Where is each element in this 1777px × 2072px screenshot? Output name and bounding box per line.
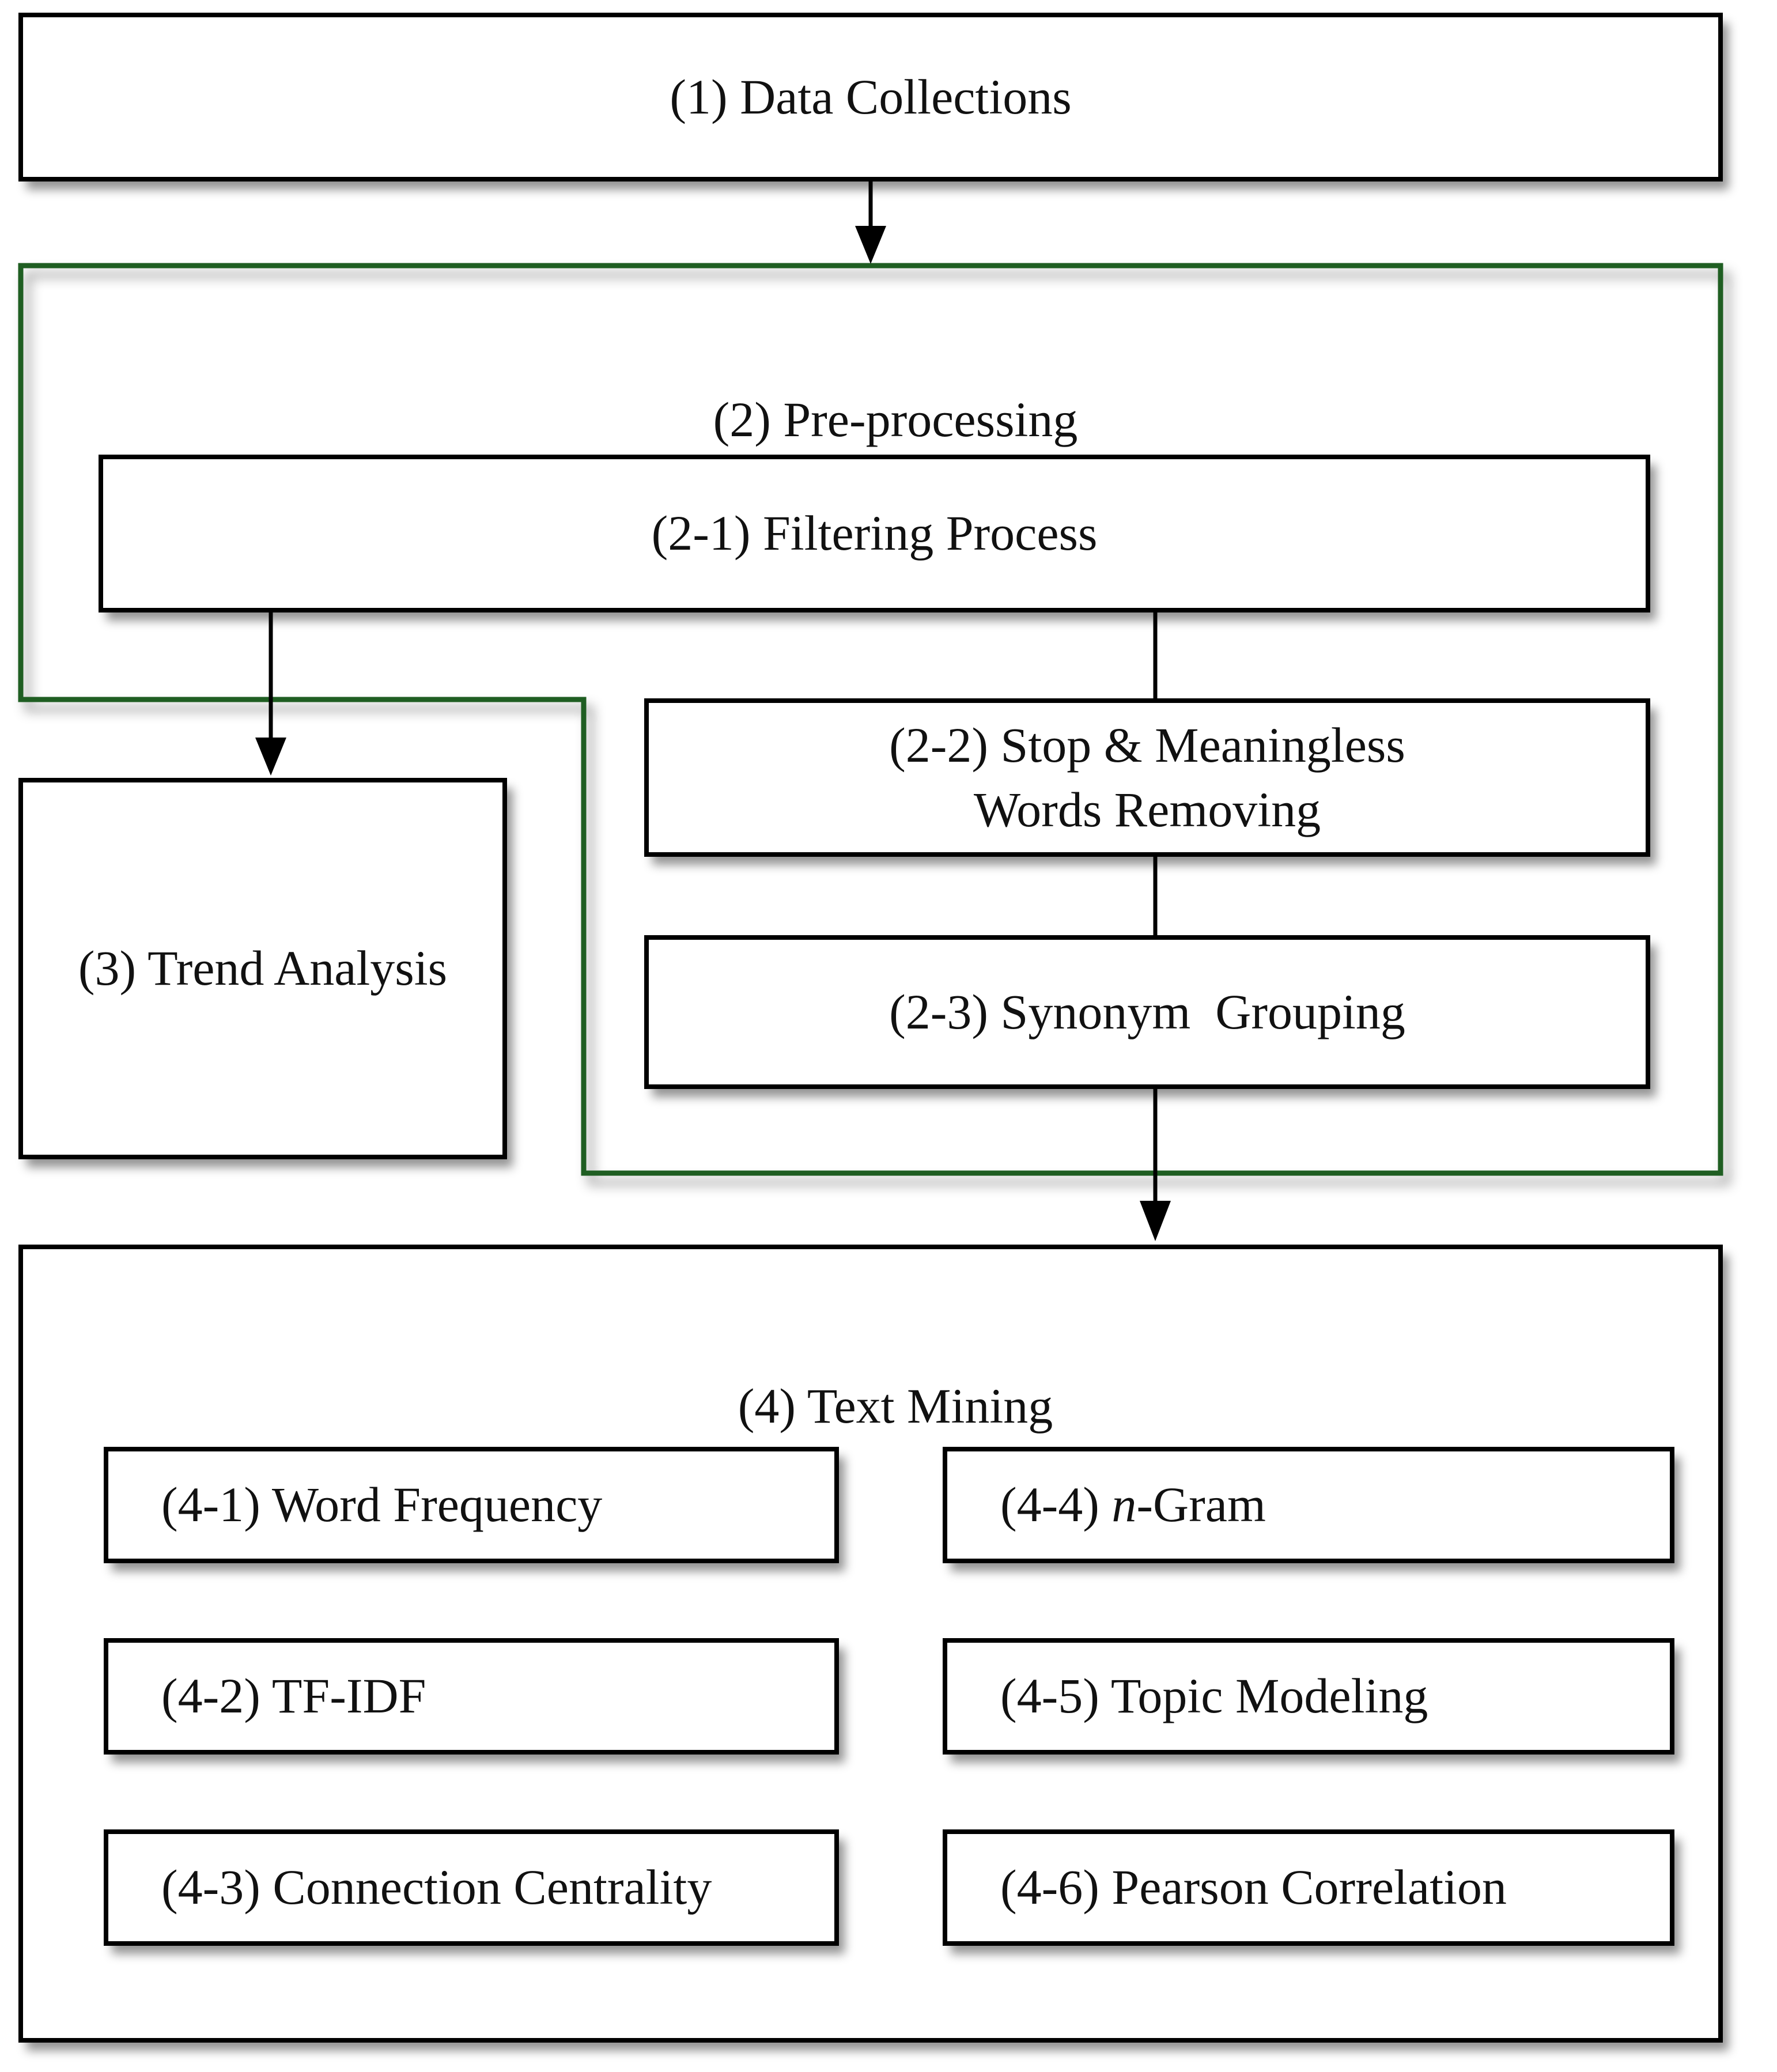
text-mining-label: (4) Text Mining [738,1378,1053,1434]
pearson-correlation-label: (4-6) Pearson Correlation [1000,1859,1507,1915]
node-topic-modeling: (4-5) Topic Modeling [943,1638,1674,1755]
node-connection-centrality: (4-3) Connection Centrality [104,1829,839,1946]
data-collections-label: (1) Data Collections [670,69,1072,124]
n-gram-suffix: -Gram [1136,1477,1266,1533]
tf-idf-label: (4-2) TF-IDF [161,1668,426,1724]
trend-analysis-label: (3) Trend Analysis [78,940,448,996]
arrow-data-to-preprocessing [855,182,886,264]
stopwords-removal-label: (2-2) Stop & Meaningless Words Removing [889,717,1405,837]
n-gram-label: (4-4) n-Gram [1000,1473,1266,1537]
connection-centrality-label: (4-3) Connection Centrality [161,1859,712,1915]
node-trend-analysis: (3) Trend Analysis [18,778,507,1159]
node-data-collections: (1) Data Collections [18,13,1723,182]
node-word-frequency: (4-1) Word Frequency [104,1447,839,1563]
arrow-filtering-to-trend [255,612,286,776]
node-stopwords-removal: (2-2) Stop & Meaningless Words Removing [644,698,1650,857]
filtering-process-label: (2-1) Filtering Process [651,505,1098,561]
arrow-synonym-to-textmining [1140,1087,1171,1241]
synonym-grouping-label: (2-3) Synonym Grouping [889,984,1405,1039]
node-tf-idf: (4-2) TF-IDF [104,1638,839,1755]
node-n-gram: (4-4) n-Gram [943,1447,1674,1563]
preprocessing-label: (2) Pre-processing [713,392,1078,447]
preprocessing-container-outline [18,263,1723,1176]
n-gram-variable: n [1111,1477,1137,1533]
node-filtering-process: (2-1) Filtering Process [99,455,1650,612]
word-frequency-label: (4-1) Word Frequency [161,1477,603,1533]
n-gram-prefix: (4-4) [1000,1477,1112,1533]
topic-modeling-label: (4-5) Topic Modeling [1000,1668,1428,1724]
node-pearson-correlation: (4-6) Pearson Correlation [943,1829,1674,1946]
node-synonym-grouping: (2-3) Synonym Grouping [644,935,1650,1089]
text-mining-title: (4) Text Mining [18,1309,1723,1503]
preprocessing-title: (2) Pre-processing [18,323,1723,516]
